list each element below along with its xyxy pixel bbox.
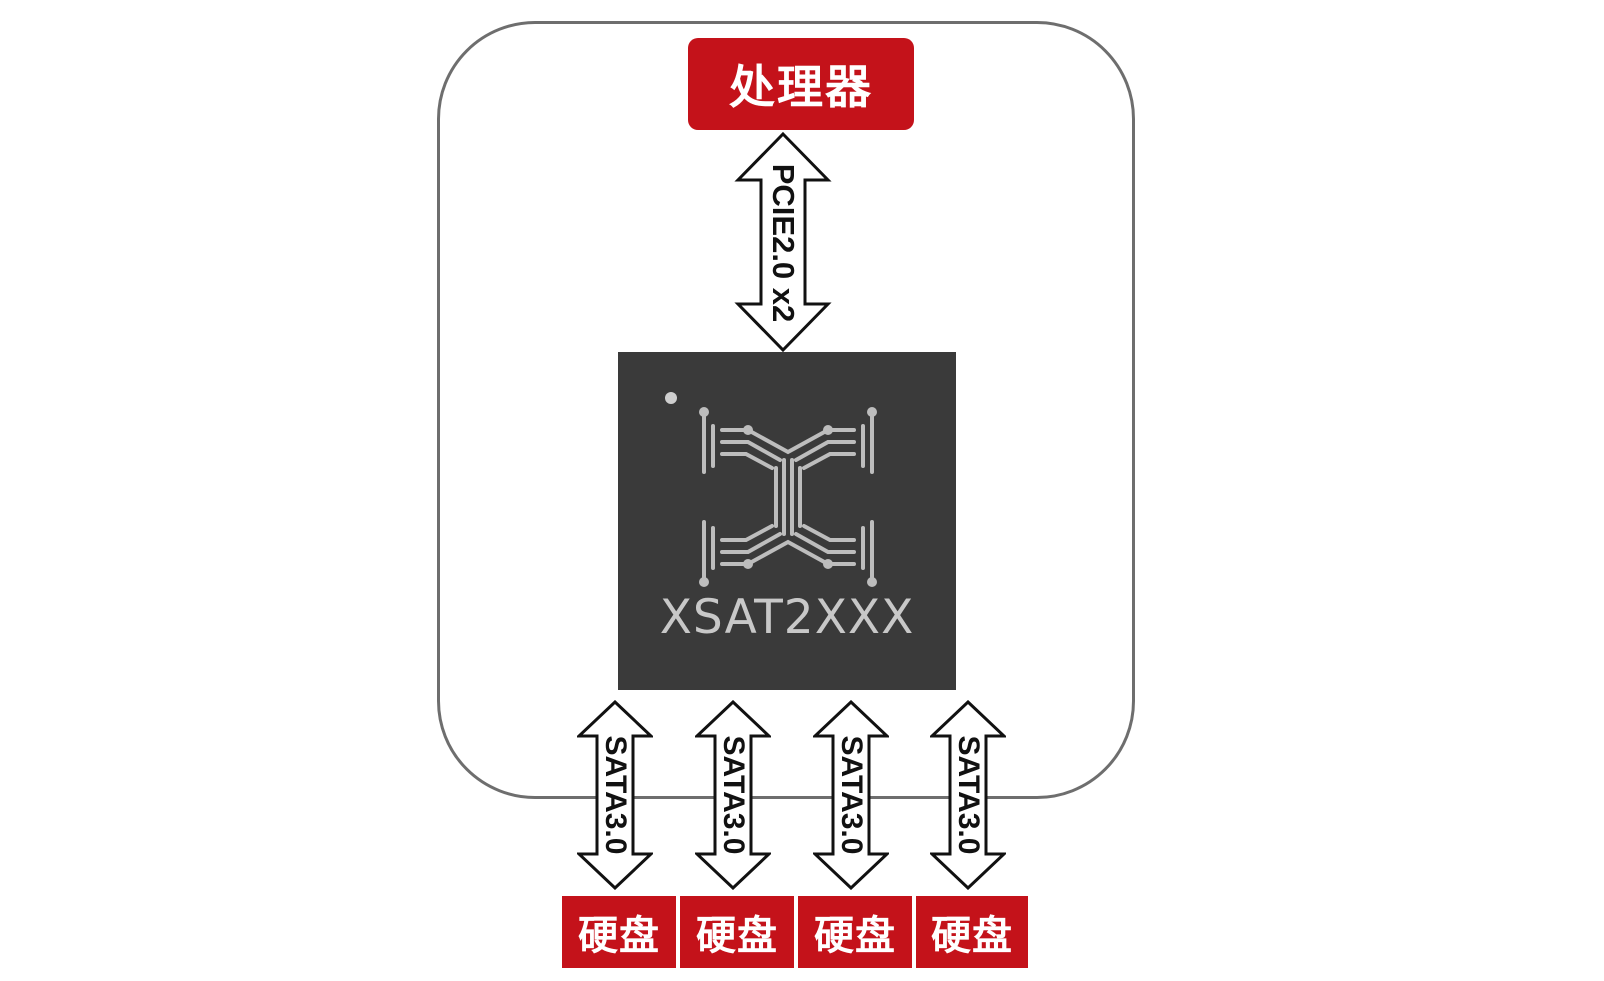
sata-double-arrow-1 bbox=[577, 700, 653, 890]
processor-box: 处理器 bbox=[688, 38, 914, 130]
disk-label: 硬盘 bbox=[931, 913, 1013, 959]
disk-label: 硬盘 bbox=[814, 913, 896, 959]
disk-box-3: 硬盘 bbox=[798, 896, 912, 968]
sata-double-arrow-2 bbox=[695, 700, 771, 890]
disk-label: 硬盘 bbox=[696, 913, 778, 959]
sata-link-text: SATA3.0 bbox=[717, 735, 750, 855]
sata-link-text: SATA3.0 bbox=[835, 735, 868, 855]
controller-chip: XSAT2XXX bbox=[618, 352, 956, 690]
sata-link-text: SATA3.0 bbox=[599, 735, 632, 855]
pcie-link-text: PCIE2.0 x2 bbox=[766, 163, 801, 323]
chip-model-label: XSAT2XXX bbox=[659, 590, 915, 645]
sata-link-text: SATA3.0 bbox=[952, 735, 985, 855]
pin1-marker bbox=[665, 392, 677, 404]
sata-double-arrow-3 bbox=[813, 700, 889, 890]
disk-label: 硬盘 bbox=[578, 913, 660, 959]
sata-double-arrow-4 bbox=[930, 700, 1006, 890]
disk-box-4: 硬盘 bbox=[916, 896, 1028, 968]
disk-box-1: 硬盘 bbox=[562, 896, 676, 968]
disk-box-2: 硬盘 bbox=[680, 896, 794, 968]
pcie-double-arrow bbox=[734, 132, 832, 352]
processor-label: 处理器 bbox=[729, 60, 873, 114]
circuit-x-logo-icon bbox=[699, 407, 877, 587]
